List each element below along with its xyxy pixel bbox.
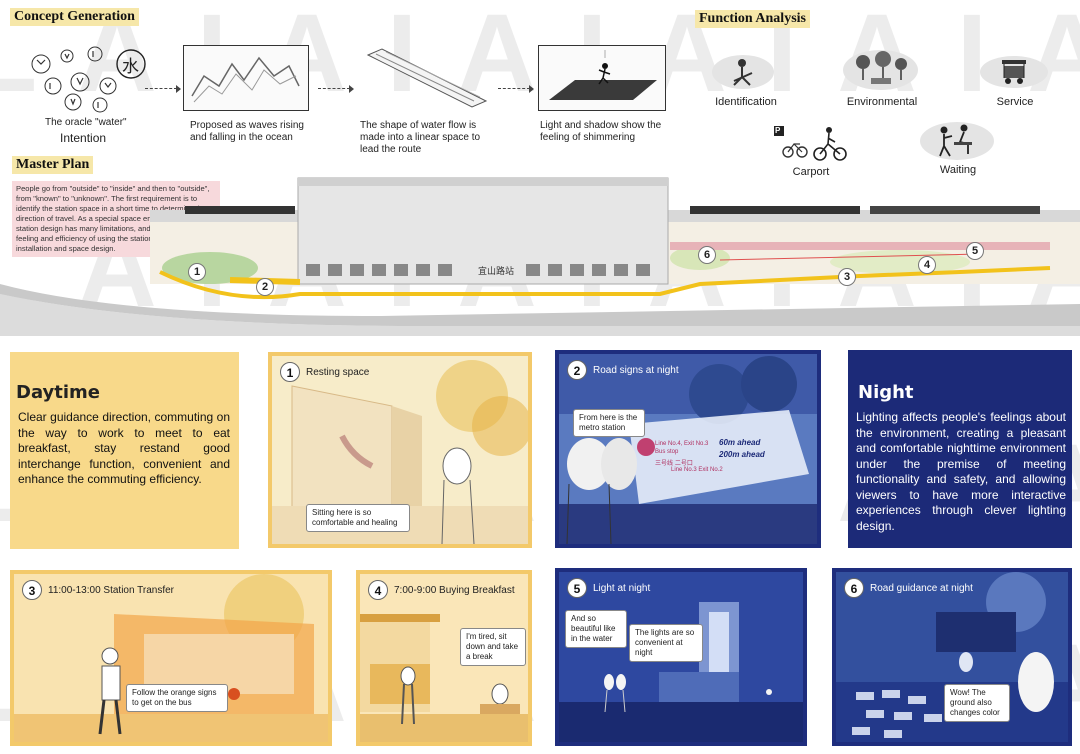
panel-5-title: Light at night [593,582,651,594]
concept-step-1-box [183,45,309,111]
concept-arrow-2 [318,85,354,93]
panel-4-speech-bubble: I'm tired, sit down and take a break [460,628,526,666]
panel-1-title: Resting space [306,366,370,378]
daytime-description: Clear guidance direction, commuting on t… [18,410,230,486]
panel-2-number: 2 [567,360,587,380]
concept-step-1-caption: Proposed as waves rising and falling in … [190,120,304,143]
waiting-illustration [920,122,994,160]
panel-5-speech-bubble-2: The lights are so convenient at night [629,624,703,662]
panel-3-number: 3 [22,580,42,600]
night-title: Night [858,382,914,403]
panel-5-speech-bubble-1: And so beautiful like in the water [565,610,627,648]
plan-marker-6: 6 [698,246,716,264]
parking-sign: P [775,126,781,135]
sign-line4: Line No.4, Exit No.3 Bus stop [655,441,709,455]
panel-2-speech-bubble: From here is the metro station [573,409,645,437]
oracle-char: 水 [122,57,139,77]
panel-1-number: 1 [280,362,300,382]
panel-6-title: Road guidance at night [870,582,973,594]
identification-illustration [712,55,774,89]
sign-200m: 200m ahead [719,450,765,459]
panel-6-header: 6 Road guidance at night [844,578,973,598]
panel-light-at-night: 5 Light at night And so beautiful like i… [555,568,807,746]
environmental-label: Environmental [846,96,918,108]
waiting-label: Waiting [939,164,977,176]
concept-step-2-box [362,45,489,111]
plan-marker-3: 3 [838,268,856,286]
panel-5-header: 5 Light at night [567,578,650,598]
concept-step-3-box [538,45,666,111]
oracle-water-illustration: 水 [25,42,150,117]
plan-marker-1: 1 [188,263,206,281]
panel-4-title: 7:00-9:00 Buying Breakfast [394,584,515,596]
night-description: Lighting affects people's feelings about… [856,410,1066,533]
panel-5-number: 5 [567,578,587,598]
function-analysis-heading: Function Analysis [695,10,810,28]
carport-label: Carport [792,166,830,178]
panel-4-header: 4 7:00-9:00 Buying Breakfast [368,580,515,600]
concept-step-2-caption: The shape of water flow is made into a l… [360,120,481,155]
panel-3-header: 3 11:00-13:00 Station Transfer [22,580,174,600]
intention-label: Intention [60,131,107,145]
carport-illustration: P [772,124,850,162]
concept-arrow-3 [498,85,534,93]
service-illustration [980,56,1048,88]
concept-generation-heading: Concept Generation [10,8,139,26]
panel-1-header: 1 Resting space [280,362,369,382]
service-label: Service [996,96,1034,108]
plan-marker-4: 4 [918,256,936,274]
panel-6-speech-bubble: Wow! The ground also changes color [944,684,1010,722]
identification-label: Identification [715,96,777,108]
panel-4-number: 4 [368,580,388,600]
concept-arrow-1 [145,85,181,93]
panel-resting-space: 1 Resting space Sitting here is so comfo… [268,352,532,548]
concept-step-3-caption: Light and shadow show the feeling of shi… [540,120,662,143]
panel-road-guidance-night: 6 Road guidance at night Wow! The ground… [832,568,1072,746]
oracle-caption: The oracle "water" [45,117,127,128]
daytime-title: Daytime [16,382,101,403]
panel-3-speech-bubble: Follow the orange signs to get on the bu… [126,684,228,712]
master-plan-heading: Master Plan [12,156,94,174]
panel-6-number: 6 [844,578,864,598]
panel-buying-breakfast: 4 7:00-9:00 Buying Breakfast I'm tired, … [356,570,532,746]
plan-marker-5: 5 [966,242,984,260]
plan-marker-2: 2 [256,278,274,296]
panel-road-signs-night: 2 Road signs at night From here is the m… [555,350,821,548]
sign-line3-cn: 三号线 二号口 [655,460,693,467]
panel-station-transfer: 3 11:00-13:00 Station Transfer Follow th… [10,570,332,746]
daytime-panel: Daytime Clear guidance direction, commut… [10,352,239,549]
master-plan-drawing: 宜山路站 [0,176,1080,336]
night-panel: Night Lighting affects people's feelings… [848,350,1072,548]
panel-2-header: 2 Road signs at night [567,360,679,380]
panel-2-title: Road signs at night [593,364,679,376]
sign-line3-exit: Line No.3 Exit No.2 [671,467,723,473]
station-sign: 宜山路站 [478,267,515,277]
panel-3-title: 11:00-13:00 Station Transfer [48,584,175,596]
sign-60m: 60m ahead [719,438,761,447]
environmental-illustration [843,50,918,90]
panel-1-speech-bubble: Sitting here is so comfortable and heali… [306,504,410,532]
